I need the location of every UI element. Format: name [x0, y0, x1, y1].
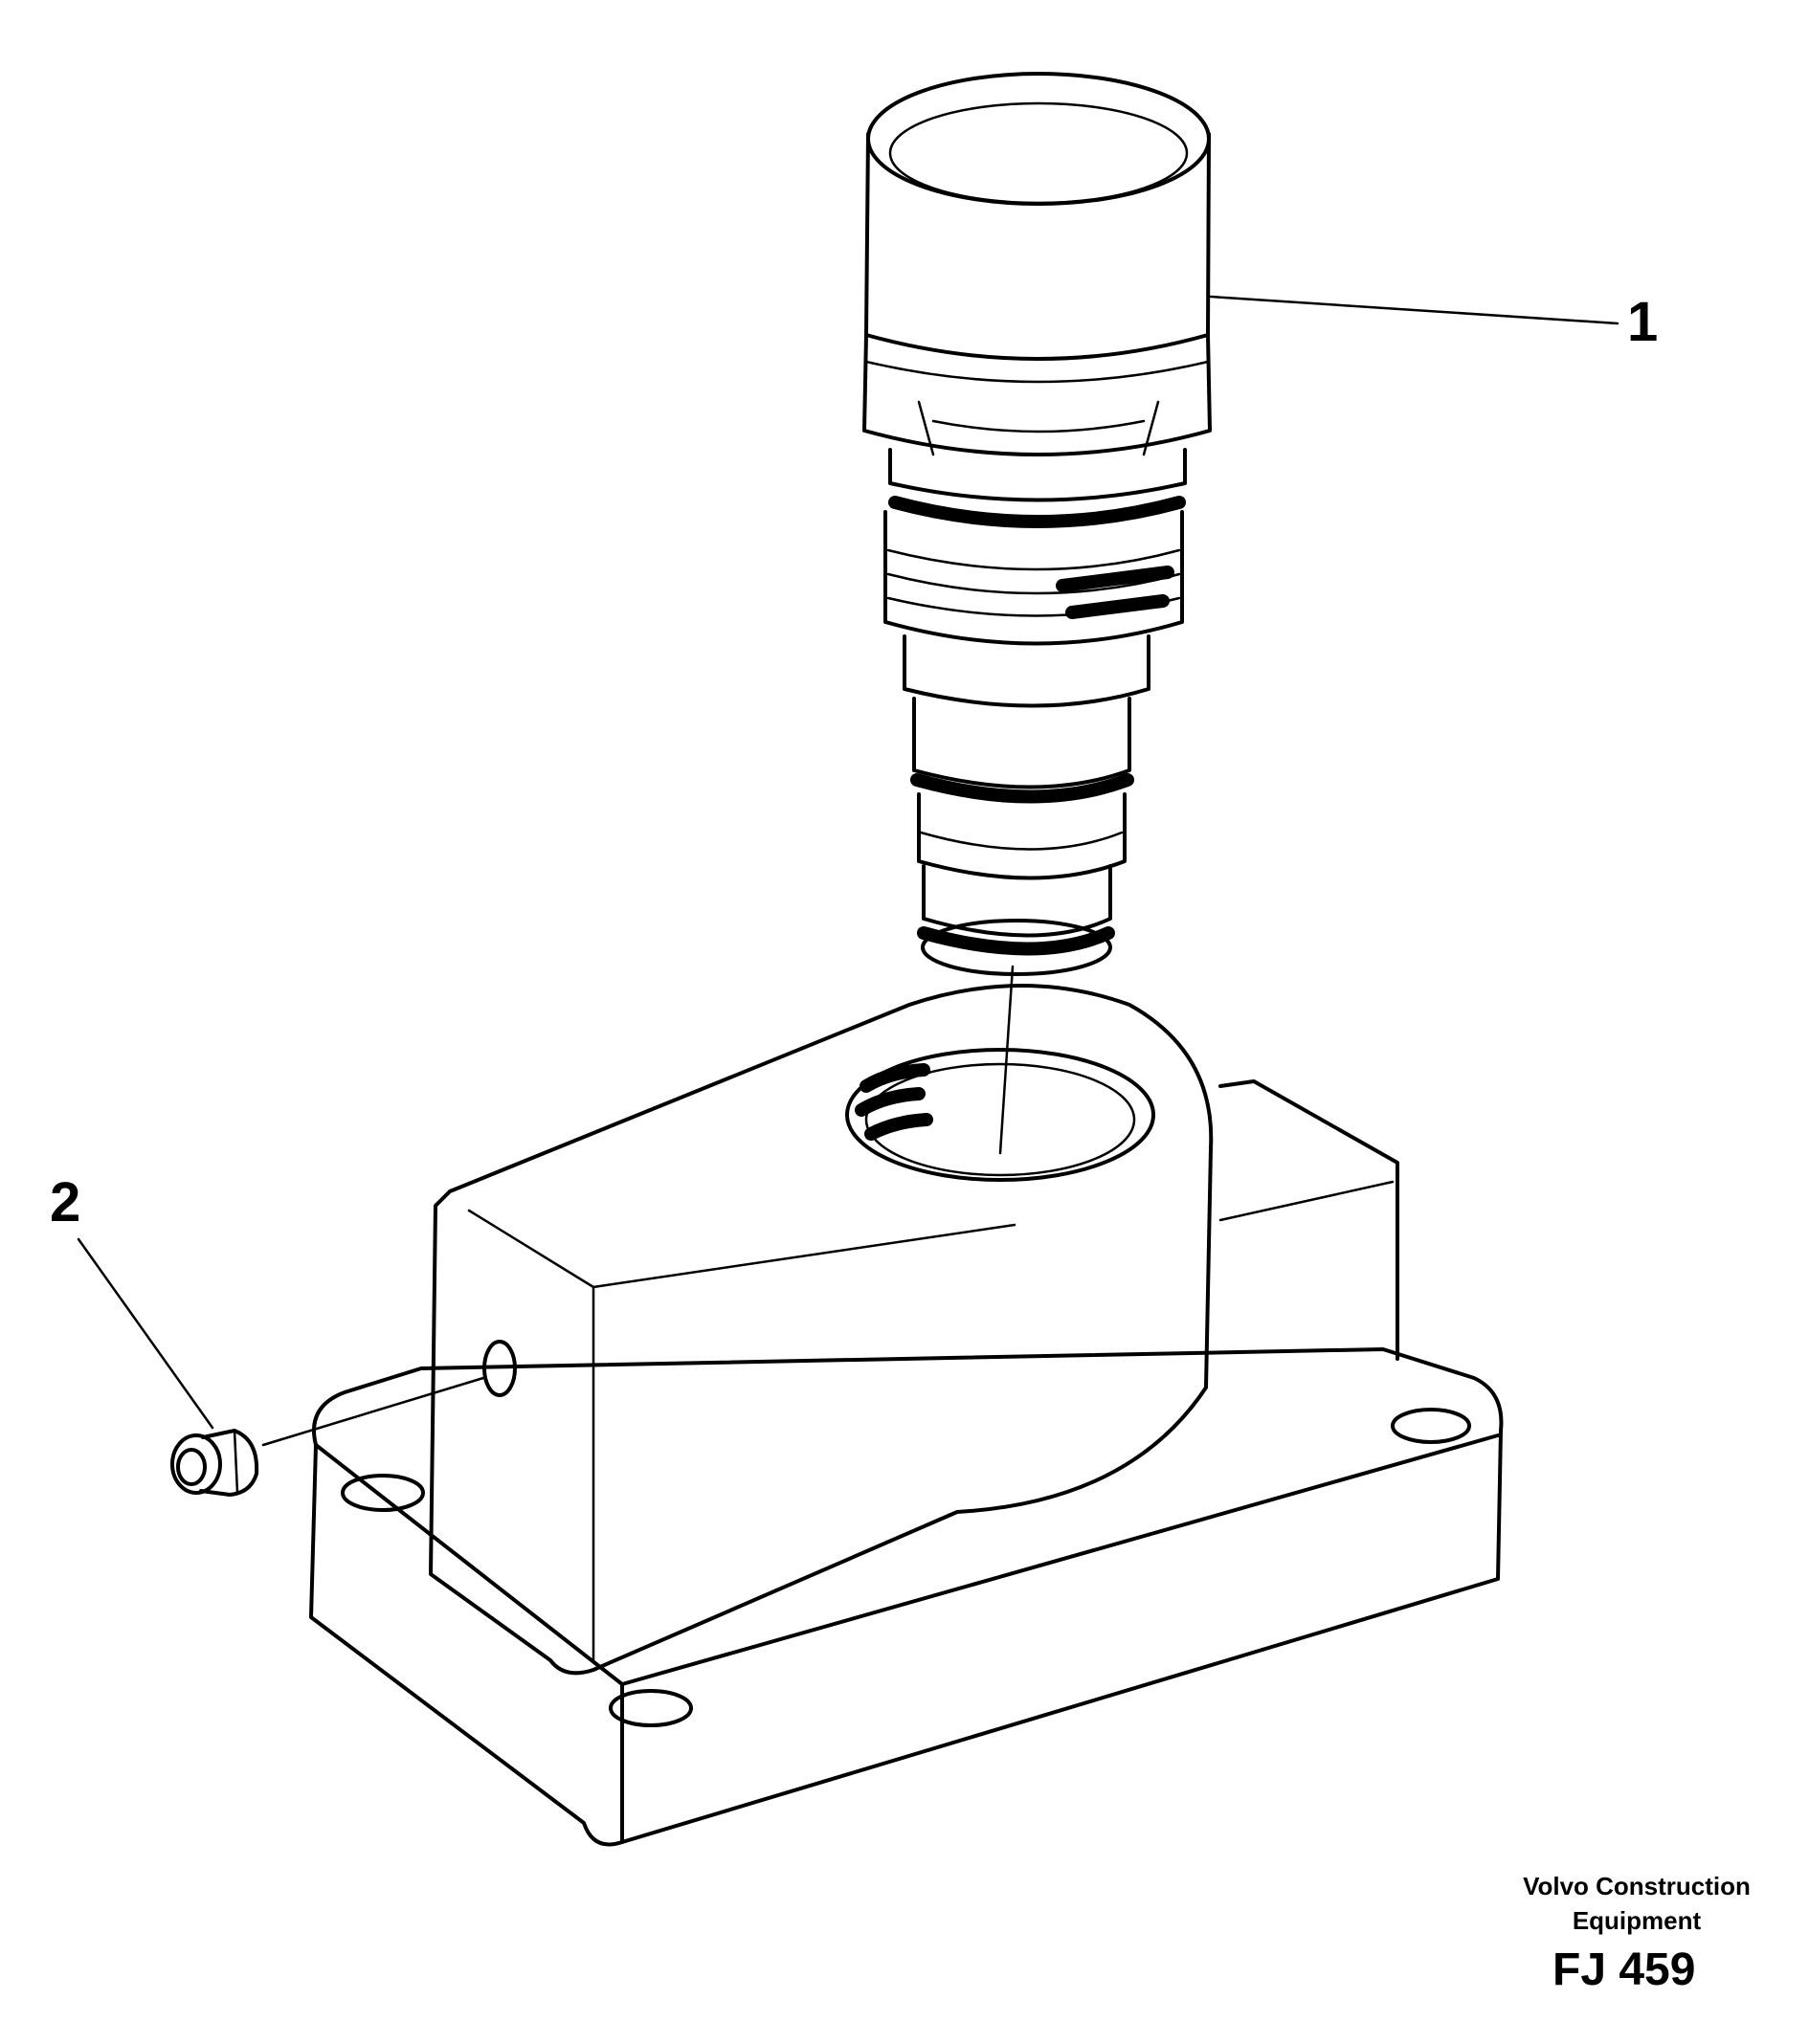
leader-line-1 — [1209, 295, 1619, 325]
leader-line-2 — [77, 1237, 214, 1430]
publisher-line-1: Volvo Construction — [1523, 1872, 1751, 1900]
valve-cartridge — [862, 72, 1212, 1155]
callout-number-1: 1 — [1627, 291, 1659, 353]
callout-number-2: 2 — [50, 1171, 81, 1233]
publisher-line-2: Equipment — [1572, 1906, 1702, 1935]
figure-code: FJ 459 — [1552, 1944, 1696, 1995]
plug-part — [170, 1429, 259, 1497]
valve-block — [261, 984, 1504, 1847]
